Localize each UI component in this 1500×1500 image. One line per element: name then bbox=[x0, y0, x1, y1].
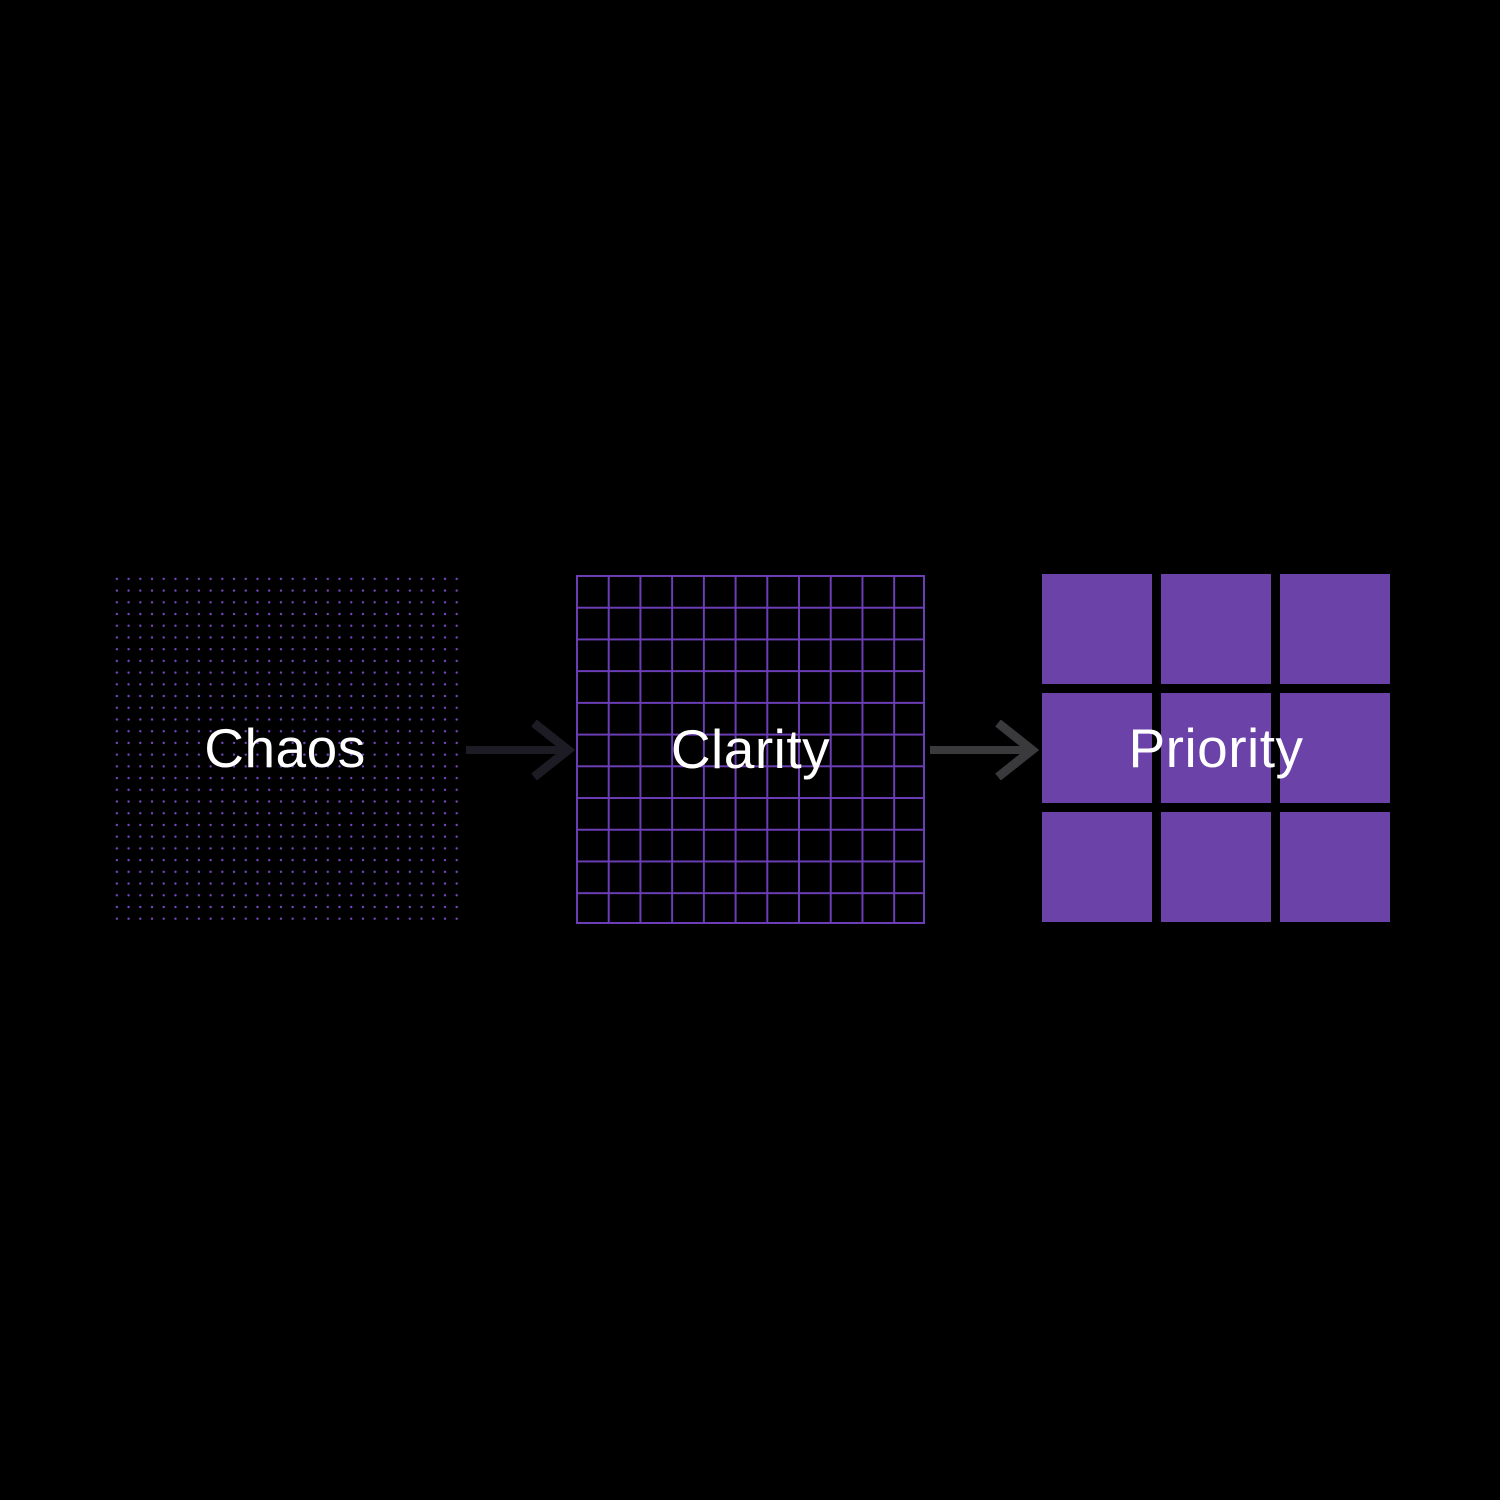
clarity-label: Clarity bbox=[670, 718, 831, 780]
panel-chaos-dot-grid: Chaos bbox=[109, 570, 461, 927]
priority-square bbox=[1280, 574, 1390, 684]
priority-label: Priority bbox=[1128, 716, 1304, 779]
panel-clarity-line-grid: Clarity bbox=[576, 575, 925, 924]
priority-square bbox=[1042, 812, 1152, 922]
chaos-label: Chaos bbox=[204, 717, 366, 779]
arrow-right-icon bbox=[463, 720, 576, 780]
priority-square bbox=[1280, 812, 1390, 922]
priority-square bbox=[1280, 693, 1390, 803]
priority-square bbox=[1161, 812, 1271, 922]
priority-square bbox=[1042, 574, 1152, 684]
priority-squares-grid bbox=[1042, 574, 1390, 922]
priority-square bbox=[1042, 693, 1152, 803]
panel-priority-solid-squares: Priority bbox=[1042, 574, 1390, 922]
priority-square bbox=[1161, 574, 1271, 684]
arrow-right-icon bbox=[927, 720, 1040, 780]
priority-square bbox=[1161, 693, 1271, 803]
